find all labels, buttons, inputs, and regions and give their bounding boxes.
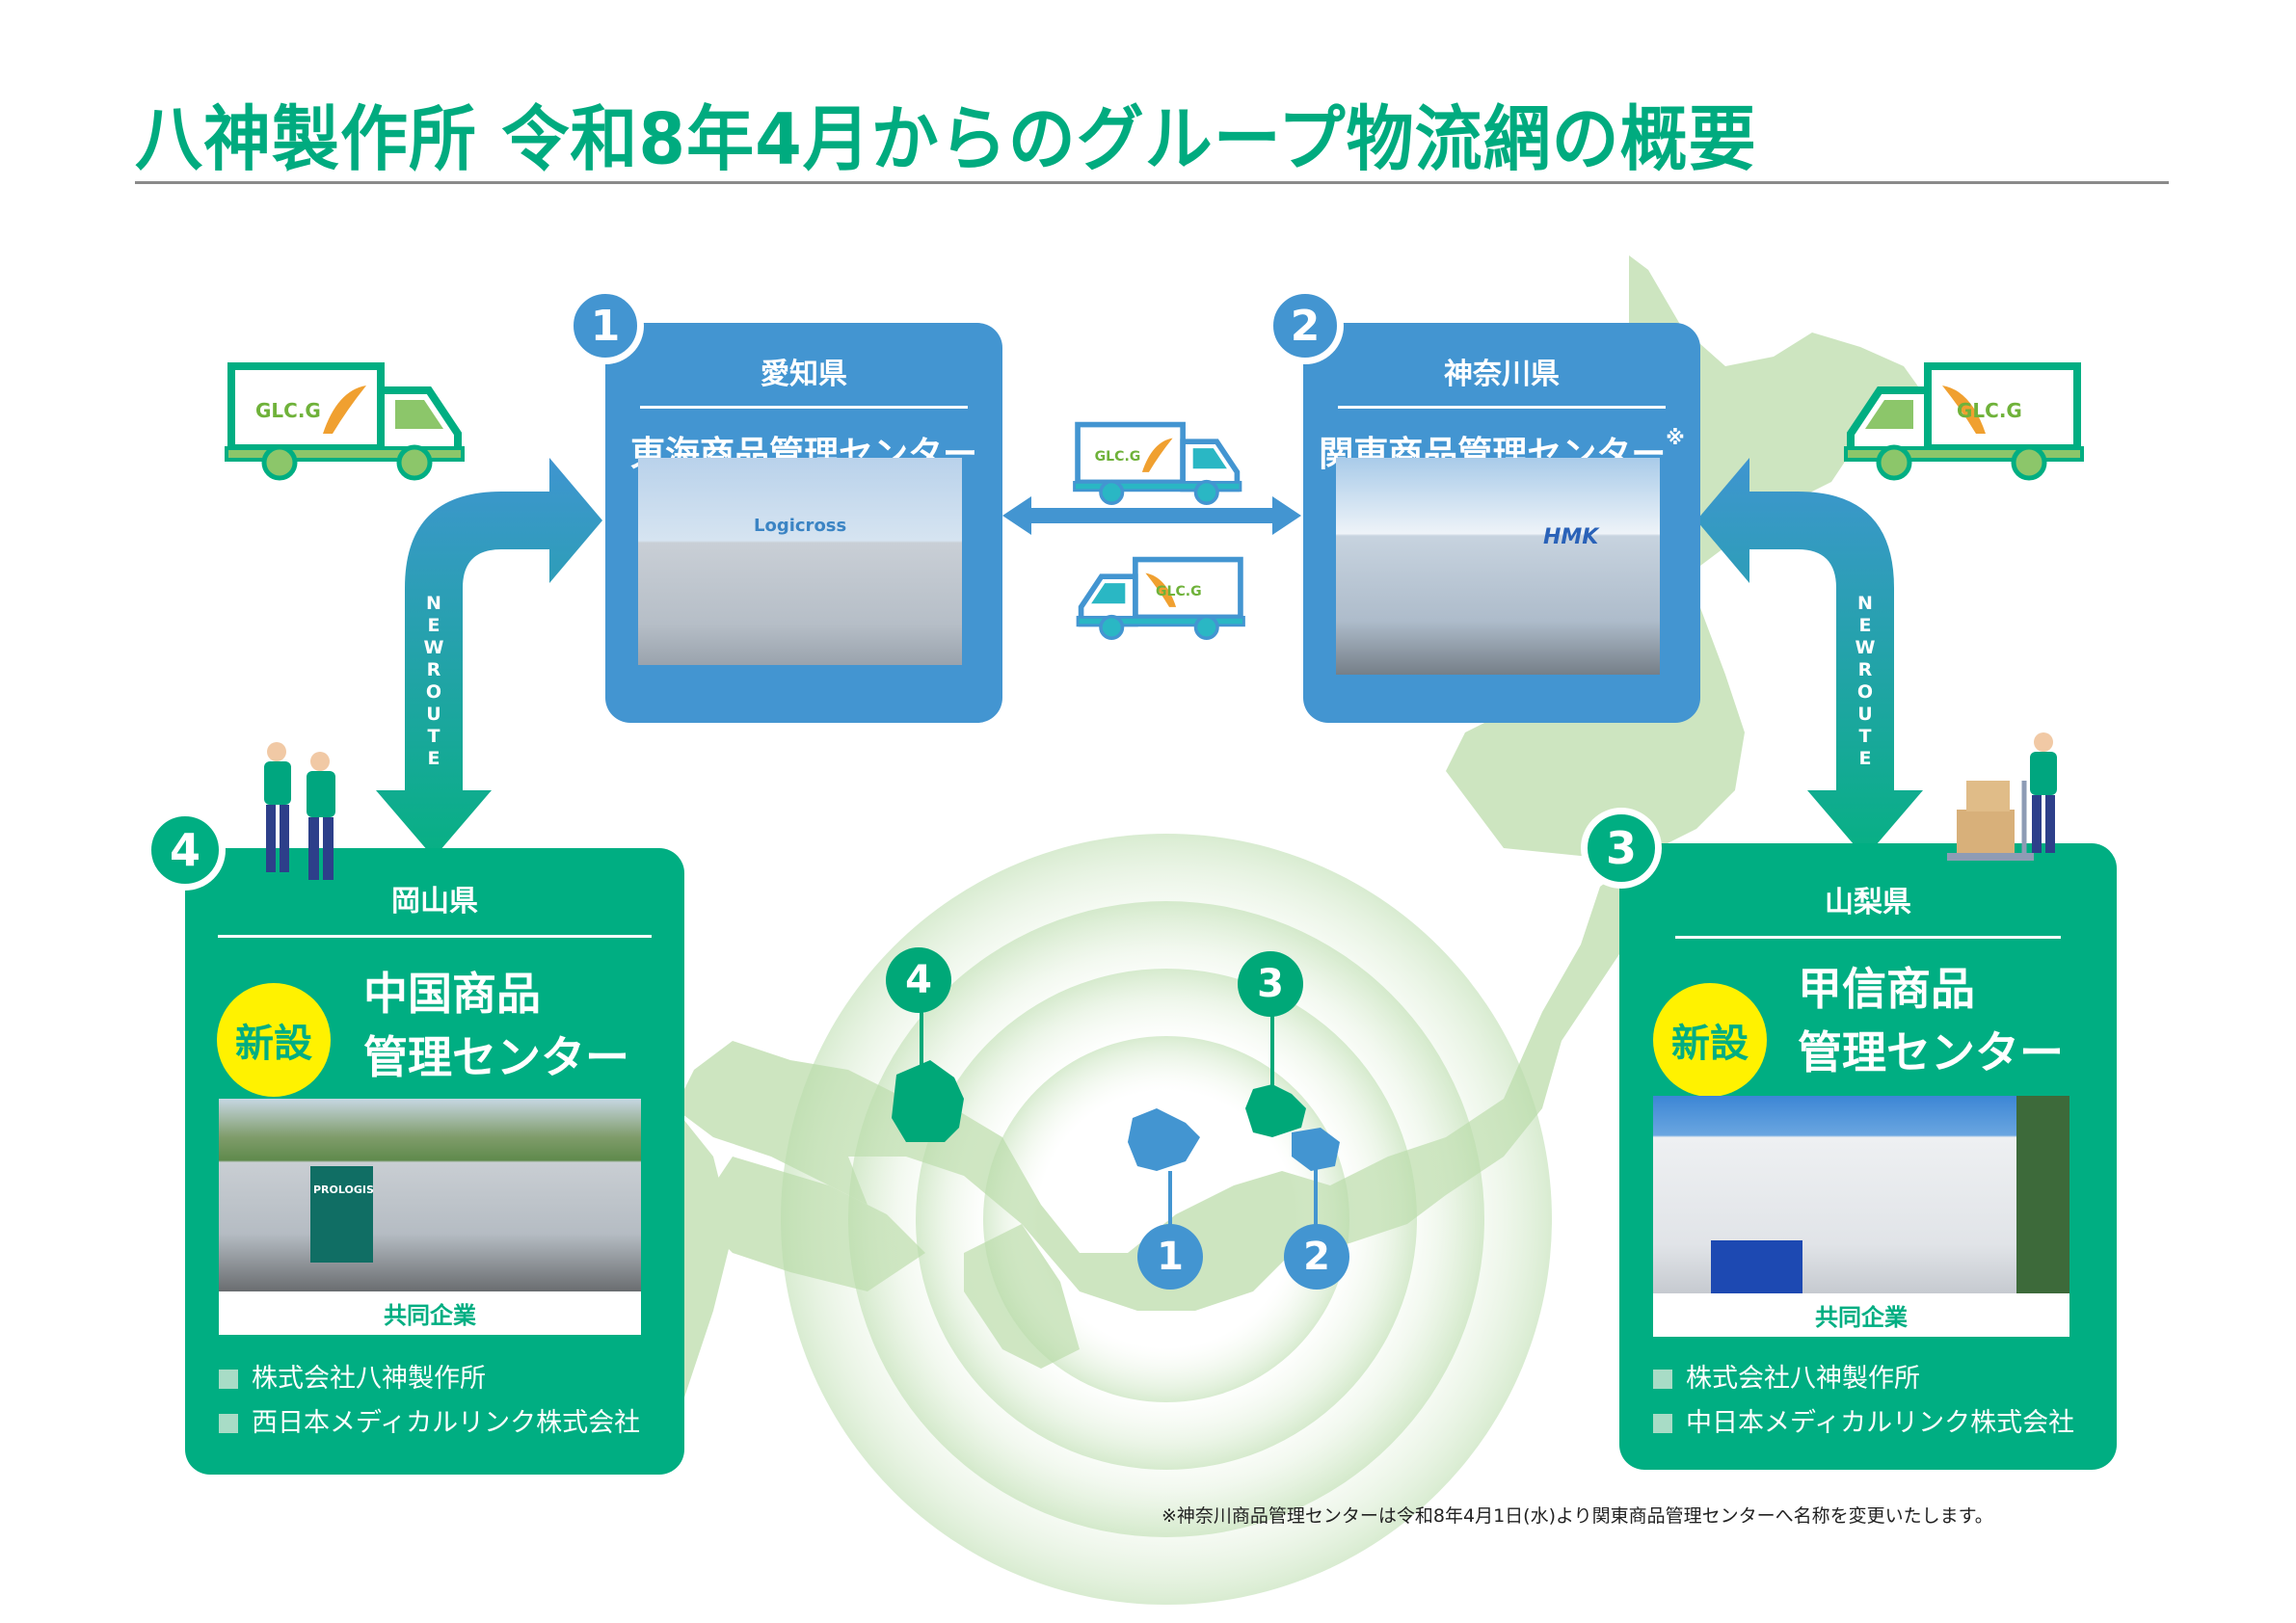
new-route-arrow-left [376, 458, 602, 858]
partner-item: 中日本メディカルリンク株式会社 [1653, 1401, 2074, 1446]
center-photo-kanto: HMK [1336, 458, 1660, 675]
new-route-label-left: NEW ROUTE [422, 593, 445, 770]
map-hokkaido [1629, 255, 1937, 569]
center-name-line1: 甲信商品 [1798, 963, 1975, 1015]
new-facility-badge: 新設 [1653, 983, 1767, 1097]
center-number-badge-3: 3 [1581, 808, 1662, 889]
photo-sign: PROLOGIS [313, 1184, 374, 1196]
center-card-kanto: 神奈川県 関東商品管理センター※ HMK [1303, 323, 1700, 723]
card-divider [640, 406, 968, 409]
center-number-badge-2: 2 [1267, 287, 1344, 364]
bullet-square-icon [219, 1370, 238, 1389]
footnote-mark: ※ [1666, 426, 1685, 449]
center-name-line2: 管理センター [1798, 1026, 2064, 1078]
svg-text:GLC.G: GLC.G [1095, 449, 1141, 465]
center-card-chugoku: 岡山県 新設 中国商品 管理センター PROLOGIS 共同企業 株式会社八神製… [185, 848, 684, 1475]
partner-name: 西日本メディカルリンク株式会社 [252, 1408, 641, 1438]
center-name-line1: 中国商品 [363, 968, 541, 1020]
photo-sign: Logicross [754, 516, 847, 536]
prefecture-label: 岡山県 [391, 885, 478, 918]
partner-item: 株式会社八神製作所 [1653, 1357, 2074, 1401]
route-label-text: NEW ROUTE [423, 593, 444, 769]
map-pin-3: 3 [1238, 951, 1303, 1017]
map-yamanashi [1245, 1084, 1306, 1137]
center-card-koshin: 山梨県 新設 甲信商品 管理センター 共同企業 株式会社八神製作所 中日本メディ… [1619, 843, 2117, 1470]
map-okayama [892, 1060, 964, 1142]
partners-label: 共同企業 [1653, 1293, 2069, 1337]
map-pin-2: 2 [1284, 1224, 1349, 1290]
partner-list: 株式会社八神製作所 中日本メディカルリンク株式会社 [1653, 1357, 2074, 1446]
center-photo-koshin [1653, 1096, 2069, 1293]
photo-tree [2016, 1096, 2069, 1293]
truck-icon-to-kanto: GLC.G [1073, 421, 1242, 505]
svg-text:GLC.G: GLC.G [1156, 584, 1202, 599]
route-label-text: NEW ROUTE [1855, 593, 1876, 769]
center-name-line2: 管理センター [363, 1031, 629, 1083]
svg-text:GLC.G: GLC.G [1957, 399, 2022, 422]
card-divider [1338, 406, 1666, 409]
photo-sign: HMK [1543, 525, 1599, 549]
workers-illustration [264, 742, 335, 880]
bullet-square-icon [219, 1414, 238, 1433]
prefecture-label: 愛知県 [761, 358, 847, 391]
prefecture-label: 山梨県 [1825, 886, 1911, 919]
map-pin-4: 4 [886, 947, 951, 1013]
center-number-badge-4: 4 [145, 810, 226, 891]
map-pin-1: 1 [1137, 1224, 1203, 1290]
card-divider [1675, 936, 2061, 939]
partner-list: 株式会社八神製作所 西日本メディカルリンク株式会社 [219, 1357, 640, 1446]
truck-logo-text: GLC.G [255, 399, 321, 422]
center-photo-chugoku: PROLOGIS [219, 1099, 641, 1291]
center-number-badge-1: 1 [567, 287, 644, 364]
prefecture-label: 神奈川県 [1444, 358, 1560, 391]
center-card-tokai: 愛知県 東海商品管理センター Logicross [605, 323, 1002, 723]
card-divider [218, 935, 652, 938]
radar-rings [781, 834, 1552, 1605]
map-kanagawa [1292, 1128, 1340, 1171]
truck-icon-to-tokai: GLC.G [1076, 556, 1245, 640]
map-aichi [1128, 1108, 1200, 1171]
partner-name: 中日本メディカルリンク株式会社 [1686, 1408, 2075, 1438]
footnote: ※神奈川商品管理センターは令和8年4月1日(水)より関東商品管理センターへ名称を… [1161, 1505, 1993, 1527]
new-route-arrow-right [1696, 458, 1923, 858]
partner-item: 株式会社八神製作所 [219, 1357, 640, 1401]
photo-window [1711, 1240, 1802, 1293]
partner-name: 株式会社八神製作所 [1686, 1364, 1920, 1394]
new-route-label-right: NEW ROUTE [1854, 593, 1877, 770]
partners-label: 共同企業 [219, 1291, 641, 1335]
truck-icon-left: GLC.G [225, 362, 465, 481]
worker-with-cart-illustration [1947, 732, 2057, 861]
bidirectional-arrow [1002, 496, 1301, 535]
title-divider [135, 181, 2169, 184]
partner-name: 株式会社八神製作所 [252, 1364, 486, 1394]
bullet-square-icon [1653, 1414, 1672, 1433]
center-photo-tokai: Logicross [638, 458, 962, 665]
page-title: 八神製作所 令和8年4月からのグループ物流網の概要 [135, 97, 1757, 181]
bullet-square-icon [1653, 1370, 1672, 1389]
new-facility-badge: 新設 [217, 983, 331, 1097]
center-name: 中国商品 管理センター [363, 962, 629, 1089]
truck-icon-right: GLC.G [1844, 362, 2084, 481]
center-name: 甲信商品 管理センター [1798, 957, 2064, 1084]
partner-item: 西日本メディカルリンク株式会社 [219, 1401, 640, 1446]
photo-sign-panel [310, 1166, 373, 1263]
